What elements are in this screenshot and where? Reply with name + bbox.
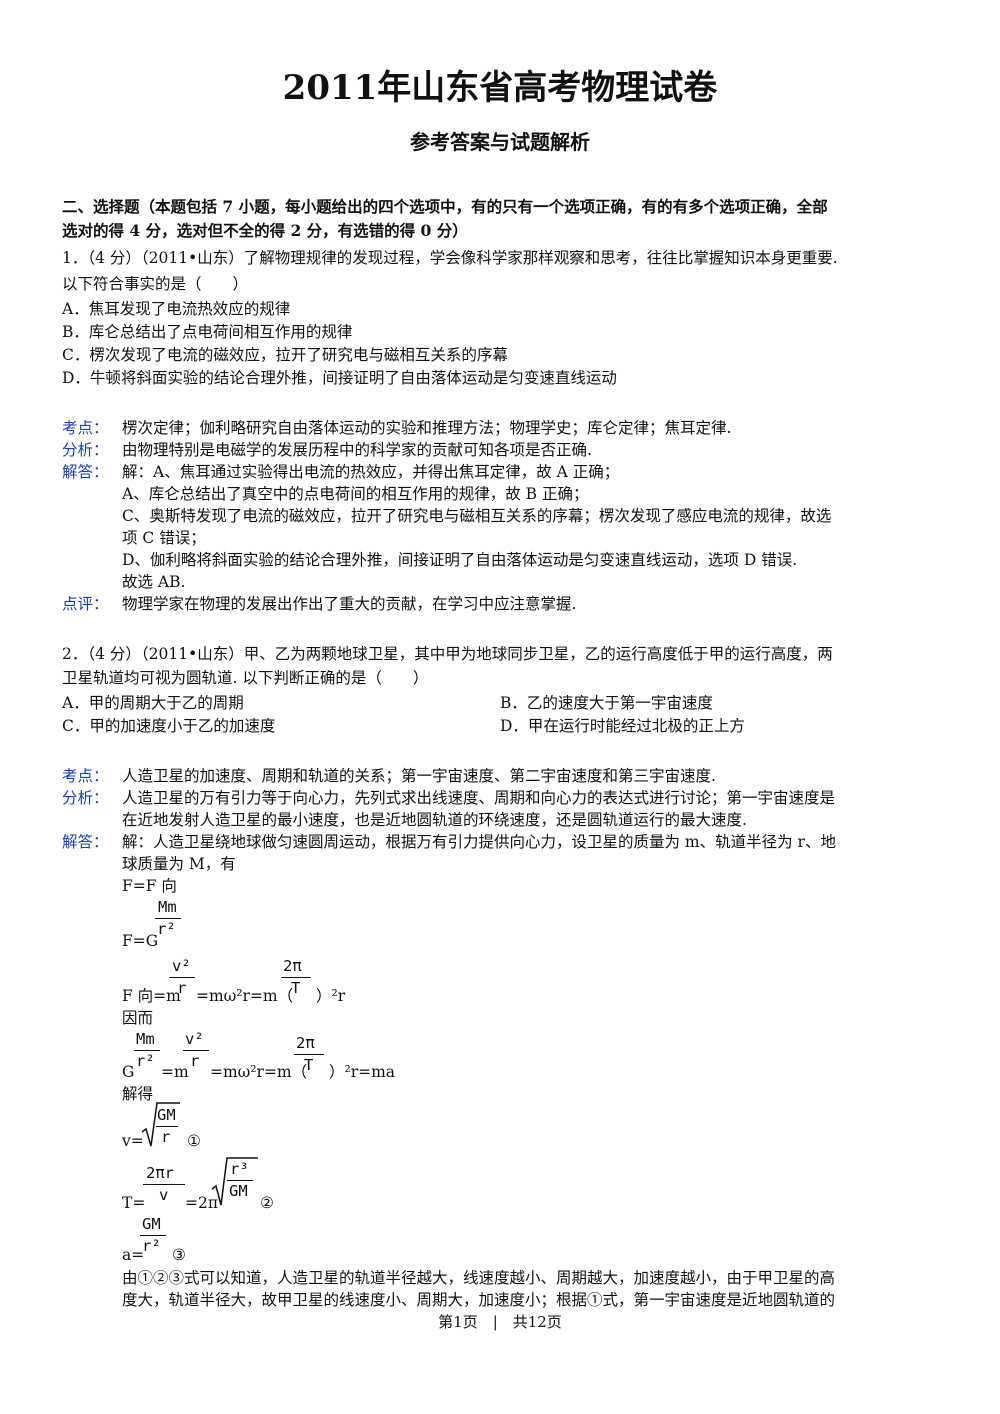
q2-option-c: C．甲的加速度小于乙的加速度: [62, 717, 276, 735]
q2-option-a: A．甲的周期大于乙的周期: [62, 694, 244, 712]
section-heading-line2: 选对的得 4 分，选对但不全的得 2 分，有选错的得 0 分）: [62, 221, 468, 240]
section-heading-line1: 二、选择题（本题包括 7 小题，每小题给出的四个选项中，有的只有一个选项正确，有…: [62, 197, 828, 216]
eq6-middle: =2π: [185, 1194, 219, 1212]
q1-kaodian-text: 楞次定律；伽利略研究自由落体运动的实验和推理方法；物理学史；库仑定律；焦耳定律.: [122, 419, 732, 437]
q2-fenxi-line2: 在近地发射人造卫星的最小速度，也是近地圆轨道的环绕速度，还是圆轨道运行的最大速度…: [122, 811, 747, 829]
q2-option-b: B．乙的速度大于第一宇宙速度: [500, 694, 713, 712]
q2-jieda-label: 解答：: [62, 833, 109, 851]
q2-kaodian-label: 考点：: [62, 767, 109, 785]
eq3-2pi: 2π: [283, 957, 302, 975]
q1-option-c: C．楞次发现了电流的磁效应，拉开了研究电与磁相互关系的序幕: [62, 346, 508, 364]
eq5-GM: GM: [157, 1106, 176, 1124]
q2-stem-line1: 2．（4 分）（2011•山东）甲、乙为两颗地球卫星，其中甲为地球同步卫星，乙的…: [62, 645, 833, 663]
eq4-T: T: [304, 1056, 314, 1074]
eq3-v2: v²: [172, 957, 191, 975]
eq4-v2: v²: [185, 1030, 204, 1048]
q1-fenxi-label: 分析：: [62, 441, 109, 459]
q2-option-d: D．甲在运行时能经过北极的正上方: [500, 717, 745, 735]
eq3-suffix: ）²r: [316, 987, 346, 1005]
q1-stem-line2: 以下符合事实的是（ ）: [62, 275, 249, 293]
eq3-middle: =mω²r=m（: [196, 987, 294, 1005]
q1-dianping-text: 物理学家在物理的发展出作出了重大的贡献，在学习中应注意掌握.: [122, 595, 577, 613]
text-yiner: 因而: [122, 1009, 154, 1027]
eq7-number: ③: [172, 1246, 186, 1264]
q1-option-a: A．焦耳发现了电流热效应的规律: [62, 300, 291, 318]
eq5-number: ①: [187, 1132, 201, 1150]
eq6-GM: GM: [229, 1182, 248, 1200]
eq4-fraction-bar3: [294, 1054, 324, 1055]
eq7-GM: GM: [142, 1215, 161, 1233]
eq3-prefix: F 向=m: [122, 987, 181, 1005]
eq6-fraction-bar2: [227, 1180, 253, 1181]
page-title: 2011年山东省高考物理试卷: [282, 68, 718, 108]
q1-jieda-line5: D、伽利略将斜面实验的结论合理外推，间接证明了自由落体运动是匀变速直线运动，选项…: [122, 551, 798, 569]
eq6-fraction-bar1: [143, 1184, 185, 1185]
eq3-fraction-bar2: [281, 977, 311, 978]
q1-option-d: D．牛顿将斜面实验的结论合理外推，间接证明了自由落体运动是匀变速直线运动: [62, 369, 617, 387]
eq4-fraction-bar1: [134, 1050, 160, 1051]
eq4-eq-m: =m: [161, 1063, 189, 1081]
eq1: F=F 向: [122, 877, 177, 895]
eq5-fraction-bar: [156, 1126, 178, 1127]
q2-stem-line2: 卫星轨道均可视为圆轨道. 以下判断正确的是（ ）: [62, 669, 429, 687]
eq7-fraction-bar: [140, 1235, 166, 1236]
eq4-fraction-bar2: [183, 1050, 209, 1051]
eq2-numerator: Mm: [158, 898, 177, 916]
q1-jieda-line3: C、奥斯特发现了电流的磁效应，拉开了研究电与磁相互关系的序幕；楞次发现了感应电流…: [122, 507, 832, 525]
eq6-prefix: T=: [122, 1194, 146, 1212]
eq6-number: ②: [260, 1194, 274, 1212]
eq7-prefix: a=: [122, 1246, 145, 1264]
eq7-r2: r²: [142, 1237, 161, 1255]
q2-conclusion-line2: 度大，轨道半径大，故甲卫星的线速度小、周期大，加速度小；根据①式，第一宇宙速度是…: [122, 1291, 836, 1309]
q2-jieda-line1: 解：人造卫星绕地球做匀速圆周运动，根据万有引力提供向心力，设卫星的质量为 m、轨…: [122, 833, 836, 851]
q1-stem-line1: 1．（4 分）（2011•山东）了解物理规律的发现过程，学会像科学家那样观察和思…: [62, 249, 838, 267]
page-subtitle: 参考答案与试题解析: [410, 130, 590, 154]
eq4-suffix: ）²r=ma: [329, 1063, 396, 1081]
eq6-2pir: 2πr: [146, 1164, 174, 1182]
eq4-2pi: 2π: [296, 1034, 315, 1052]
q1-jieda-line6: 故选 AB.: [122, 573, 186, 591]
q1-jieda-line2: A、库仑总结出了真空中的点电荷间的相互作用的规律，故 B 正确；: [122, 485, 589, 503]
eq4-r: r: [190, 1052, 200, 1070]
eq4-middle: =mω²r=m（: [210, 1063, 308, 1081]
q1-jieda-line4: 项 C 错误；: [122, 529, 206, 547]
eq4-Mm: Mm: [136, 1030, 155, 1048]
q1-jieda-label: 解答：: [62, 463, 109, 481]
eq6-v: v: [159, 1186, 169, 1204]
q2-fenxi-line1: 人造卫星的万有引力等于向心力，先列式求出线速度、周期和向心力的表达式进行讨论；第…: [122, 789, 836, 807]
text-jiede: 解得: [122, 1085, 154, 1103]
q2-conclusion-line1: 由①②③式可以知道，人造卫星的轨道半径越大，线速度越小、周期越大，加速度越小，由…: [122, 1269, 836, 1287]
q1-kaodian-label: 考点：: [62, 419, 109, 437]
eq6-radical-sign: [211, 1157, 258, 1206]
eq2-denominator: r²: [157, 920, 176, 938]
eq3-fraction-bar1: [169, 977, 195, 978]
eq4-r2: r²: [136, 1052, 155, 1070]
eq5-r: r: [161, 1128, 171, 1146]
eq5-prefix: v=: [122, 1132, 144, 1150]
q2-jieda-line2: 球质量为 M，有: [122, 855, 236, 873]
q2-fenxi-label: 分析：: [62, 789, 109, 807]
page-footer: 第1页 | 共12页: [438, 1313, 562, 1331]
eq2-prefix: F=G: [122, 932, 159, 950]
q2-kaodian-text: 人造卫星的加速度、周期和轨道的关系；第一宇宙速度、第二宇宙速度和第三宇宙速度.: [122, 767, 716, 785]
eq5-radical-sign: [141, 1102, 180, 1147]
eq2-fraction-bar: [155, 918, 181, 919]
q1-fenxi-text: 由物理特别是电磁学的发展历程中的科学家的贡献可知各项是否正确.: [122, 441, 592, 459]
q1-option-b: B．库仑总结出了点电荷间相互作用的规律: [62, 323, 353, 341]
eq4-prefix: G: [122, 1063, 135, 1081]
eq6-r3: r³: [230, 1160, 249, 1178]
eq3-T: T: [291, 979, 301, 997]
eq3-r: r: [177, 979, 187, 997]
q1-dianping-label: 点评：: [62, 595, 109, 613]
q1-jieda-line1: 解：A、焦耳通过实验得出电流的热效应，并得出焦耳定律，故 A 正确；: [122, 463, 620, 481]
